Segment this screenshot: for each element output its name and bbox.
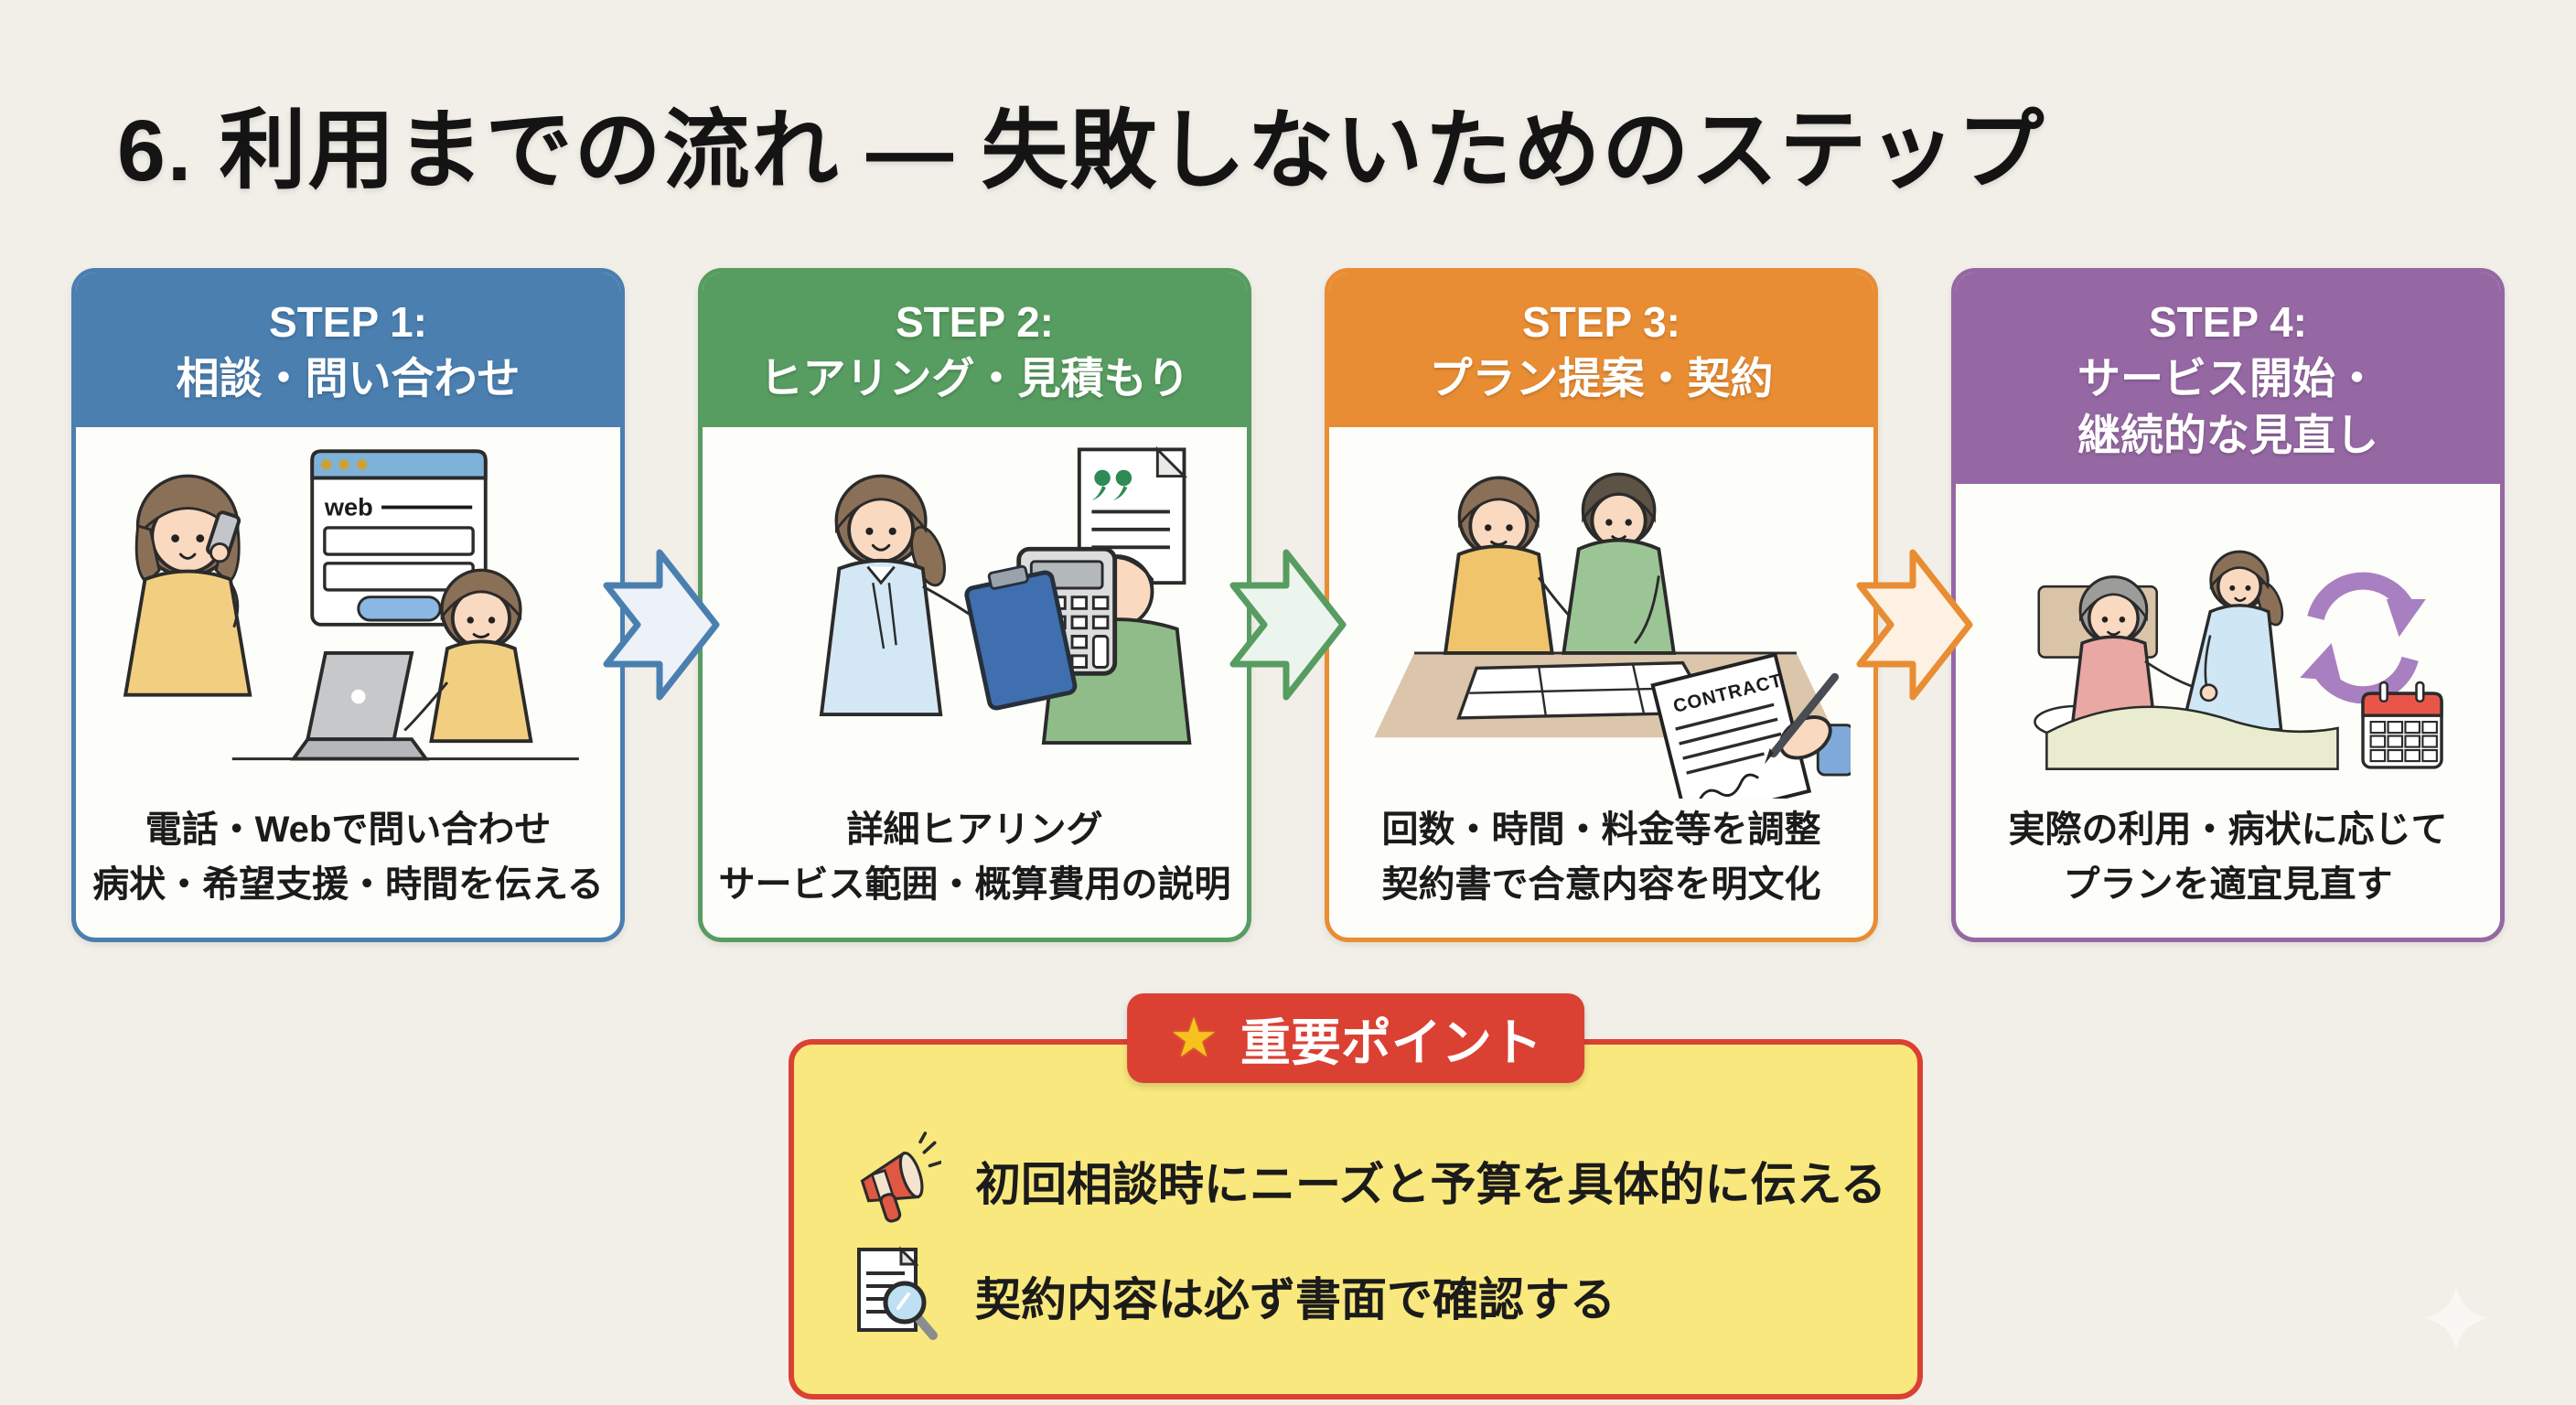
step4-caption: 実際の利用・病状に応じて プランを適宜見直す — [1956, 802, 2500, 938]
point-text-1: 初回相談時にニーズと予算を具体的に伝える — [975, 1159, 1886, 1210]
steps-flow: STEP 1: 相談・問い合わせ web — [71, 268, 2505, 942]
step-header-1: STEP 1: 相談・問い合わせ — [76, 273, 620, 427]
step-title: サービス開始・ — [2077, 353, 2378, 402]
step-label: STEP 4: — [2149, 298, 2307, 346]
browser-window-icon: web — [310, 449, 488, 627]
document-magnifier-icon — [843, 1246, 944, 1346]
step4-illustration — [1956, 484, 2500, 802]
caption-line: 回数・時間・料金等を調整 — [1381, 810, 1821, 850]
flow-arrow-2 — [1229, 268, 1347, 942]
caption-line: プランを適宜見直す — [2063, 864, 2393, 905]
step-card-4: STEP 4: サービス開始・ 継続的な見直し — [1951, 268, 2505, 942]
quote-marks-icon — [1091, 469, 1132, 500]
caption-line: 電話・Webで問い合わせ — [145, 810, 552, 850]
step2-illustration — [703, 427, 1247, 802]
step-header-4: STEP 4: サービス開始・ 継続的な見直し — [1956, 273, 2500, 484]
step1-illustration-svg: web — [123, 449, 580, 761]
step-header-3: STEP 3: プラン提案・契約 — [1329, 273, 1873, 427]
step2-caption: 詳細ヒアリング サービス範囲・概算費用の説明 — [703, 802, 1247, 938]
wife-figure — [1444, 476, 1599, 655]
badge-label: 重要ポイント — [1240, 1014, 1542, 1071]
husband-figure — [1562, 472, 1677, 655]
flow-arrow-1 — [603, 268, 720, 942]
laptop-woman-figure — [403, 568, 534, 743]
megaphone-icon — [843, 1131, 944, 1231]
caption-line: 契約書で合意内容を明文化 — [1381, 864, 1821, 905]
phone-woman-figure — [123, 474, 252, 697]
browser-web-label: web — [324, 492, 373, 520]
point-text-2: 契約内容は必ず書面で確認する — [975, 1274, 1615, 1325]
caption-line: 詳細ヒアリング — [846, 810, 1103, 850]
contract-document-icon: CONTRACT — [1650, 652, 1812, 799]
step-card-2: STEP 2: ヒアリング・見積もり — [698, 268, 1251, 942]
important-points-panel: 初回相談時にニーズと予算を具体的に伝える 契約内容は必ず書面で確認する — [789, 1039, 1923, 1400]
caption-line: 実際の利用・病状に応じて — [2008, 810, 2448, 850]
arrow-right-icon — [1229, 549, 1347, 700]
calendar-icon — [2361, 681, 2444, 769]
step3-caption: 回数・時間・料金等を調整 契約書で合意内容を明文化 — [1329, 802, 1873, 938]
star-icon: ★ — [1169, 1007, 1218, 1068]
step-label: STEP 2: — [896, 298, 1054, 346]
submit-button — [357, 595, 443, 622]
step2-illustration-svg — [820, 445, 1192, 745]
step-title: 継続的な見直し — [2077, 410, 2378, 459]
step-header-2: STEP 2: ヒアリング・見積もり — [703, 273, 1247, 427]
step1-caption: 電話・Webで問い合わせ 病状・希望支援・時間を伝える — [76, 802, 620, 938]
signing-hand — [1765, 672, 1851, 777]
clipboard-icon — [964, 564, 1078, 711]
important-points-badge: ★ 重要ポイント — [1127, 993, 1584, 1083]
step-label: STEP 3: — [1522, 298, 1680, 346]
pen-icon — [1769, 672, 1840, 757]
step-title: 相談・問い合わせ — [176, 353, 521, 402]
arrow-right-icon — [1856, 549, 1973, 700]
blanket — [2045, 705, 2340, 771]
form-field — [323, 526, 476, 556]
caption-line: サービス範囲・概算費用の説明 — [718, 864, 1231, 905]
step-title: ヒアリング・見積もり — [759, 353, 1190, 402]
cycle-arrows-icon — [2300, 572, 2427, 704]
step-card-3: STEP 3: プラン提案・契約 — [1325, 268, 1878, 942]
point-row-1: 初回相談時にニーズと予算を具体的に伝える — [843, 1131, 1886, 1231]
step4-illustration-svg — [2034, 550, 2444, 771]
step3-illustration: CONTRACT — [1329, 427, 1873, 802]
caption-line: 病状・希望支援・時間を伝える — [92, 864, 604, 905]
nurse-figure — [820, 474, 992, 716]
step-card-1: STEP 1: 相談・問い合わせ web — [71, 268, 625, 942]
caregiver-figure — [2180, 550, 2284, 732]
important-points-section: 初回相談時にニーズと予算を具体的に伝える 契約内容は必ず書面で確認する ★ — [789, 993, 1923, 1400]
page-title: 6. 利用までの流れ — 失敗しないためのステップ — [117, 102, 2046, 199]
step3-illustration-svg: CONTRACT — [1374, 472, 1851, 799]
point-row-2: 契約内容は必ず書面で確認する — [843, 1246, 1868, 1346]
step-label: STEP 1: — [269, 298, 427, 346]
step-title: プラン提案・契約 — [1429, 353, 1774, 402]
arrow-right-icon — [603, 549, 720, 700]
step1-illustration: web — [76, 427, 620, 802]
sparkle-icon — [2424, 1286, 2488, 1350]
flow-arrow-3 — [1856, 268, 1973, 942]
laptop-icon — [232, 650, 580, 761]
